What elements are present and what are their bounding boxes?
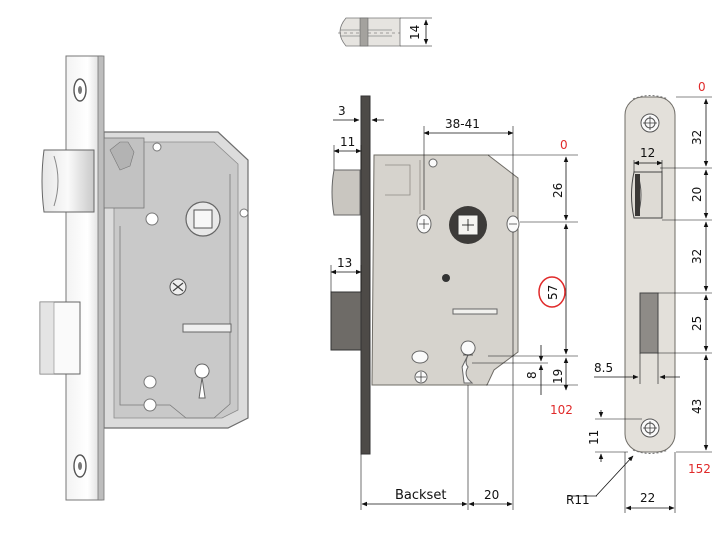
latch-profile-detail: 14 — [338, 17, 432, 47]
dim-3: 3 — [338, 104, 346, 118]
dim-38-41: 38-41 — [445, 117, 480, 131]
dim-102: 102 — [550, 403, 573, 417]
dim-0-plate: 0 — [698, 80, 706, 94]
dim-0-main: 0 — [560, 138, 568, 152]
dim-8-5: 8.5 — [594, 361, 613, 375]
dim-43: 43 — [690, 399, 704, 414]
dim-57: 57 — [546, 285, 560, 300]
dim-14: 14 — [408, 25, 422, 40]
dim-32-top: 32 — [690, 130, 704, 145]
dim-r11: R11 — [566, 493, 590, 507]
dim-25: 25 — [690, 316, 704, 331]
dim-152: 152 — [688, 462, 711, 476]
dim-26: 26 — [551, 183, 565, 198]
lock-illustration — [39, 55, 249, 501]
dim-backset: Backset — [395, 488, 446, 503]
lock-side-drawing: 3 11 13 38-41 0 26 57 8 19 102 — [330, 95, 578, 510]
dim-32-mid: 32 — [690, 249, 704, 264]
dim-12: 12 — [640, 146, 655, 160]
dim-20-bottom: 20 — [484, 488, 499, 502]
dim-19: 19 — [551, 369, 565, 384]
dim-22: 22 — [640, 491, 655, 505]
dim-8: 8 — [525, 371, 539, 379]
dim-11-latch: 11 — [340, 135, 355, 149]
dim-13: 13 — [337, 256, 352, 270]
strike-plate-drawing: 0 152 32 20 32 25 43 12 8.5 — [566, 80, 712, 513]
dim-11-plate: 11 — [587, 430, 601, 445]
dim-20-right: 20 — [690, 187, 704, 202]
